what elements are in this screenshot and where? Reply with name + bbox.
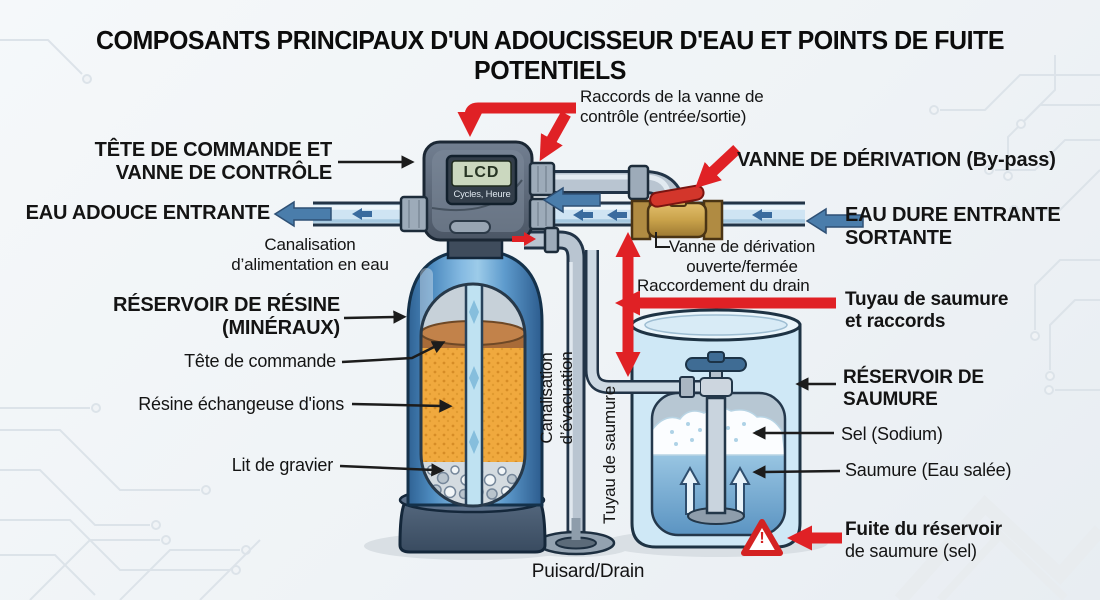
leak-arrow-inlet-outlet <box>539 111 571 162</box>
soft-water-out-arrow <box>273 200 332 228</box>
warning-triangle-icon <box>741 519 783 556</box>
label-brine-tube-vertical: Tuyau de saumure <box>600 386 619 524</box>
floor-drain <box>536 518 616 556</box>
label-soft-water-out: EAU ADOUCE ENTRANTE <box>25 202 271 224</box>
label-drain-line-vertical: Canalisation d’évacuation <box>537 351 576 445</box>
label-brine-tank: RÉSERVOIR DE SAUMURE <box>843 367 984 411</box>
label-sump-drain: Puisard/Drain <box>531 561 645 582</box>
warning-exclamation-mark: ! <box>759 530 765 547</box>
label-salt: Sel (Sodium) <box>841 424 943 444</box>
riser-tube <box>464 284 484 506</box>
page-title: COMPOSANTS PRINCIPAUX D'UN ADOUCISSEUR D… <box>95 25 1004 86</box>
leak-arrow-head-top <box>457 102 576 137</box>
brine-pickup-tube <box>705 396 727 515</box>
leak-arrow-bypass <box>695 144 741 189</box>
control-head <box>399 140 650 260</box>
flow-arrows-blue <box>273 186 864 235</box>
soft-water-flow-arrow <box>542 186 601 214</box>
label-control-head-valve: TÊTE DE COMMANDE ET VANNE DE CONTRÔLE <box>94 139 333 185</box>
label-control-valve-fittings: Raccords de la vanne de contrôle (entrée… <box>580 87 764 126</box>
circuit-pattern-background <box>0 39 1100 600</box>
brine-tank-cutaway <box>652 393 785 535</box>
label-brine-tank-leak-2: de saumure (sel) <box>845 541 977 561</box>
label-bypass-open-closed: Vanne de dérivation ouverte/fermée <box>668 237 816 276</box>
resin-tank-cutaway <box>421 284 525 506</box>
label-control-head: Tête de commande <box>184 351 336 371</box>
lcd-screen <box>451 160 512 187</box>
lcd-display-subtext: Cycles, Heure <box>453 189 511 200</box>
brine-valve <box>685 351 747 397</box>
label-ion-exchange-resin: Résine échangeuse d'ions <box>138 394 344 414</box>
label-gravel-bed: Lit de gravier <box>231 455 333 475</box>
drain-pipe <box>524 230 586 535</box>
label-brine-salt-water: Saumure (Eau salée) <box>845 460 1012 480</box>
head-connectors <box>399 161 650 254</box>
watermark-chevron <box>894 495 1100 600</box>
label-bypass-valve: VANNE DE DÉRIVATION (By-pass) <box>737 149 1056 171</box>
bypass-valve-handle <box>649 184 705 208</box>
bypass-valve <box>630 184 724 241</box>
lcd-display-text: LCD <box>463 164 500 181</box>
resin-tank <box>398 248 547 554</box>
label-hard-water-in: EAU DURE ENTRANTE SORTANTE <box>845 204 1061 250</box>
label-brine-tank-leak-1: Fuite du réservoir <box>845 519 1002 540</box>
label-brine-line-fittings: Tuyau de saumure et raccords <box>845 289 1009 333</box>
brine-tank <box>630 308 802 549</box>
leader-lines <box>338 155 841 479</box>
drain-flow-tick-red <box>512 232 536 246</box>
label-drain-connection: Raccordement du drain <box>637 276 810 295</box>
label-supply-line: Canalisation d’alimentation en eau <box>231 235 389 274</box>
pipe-flow-ticks <box>352 208 772 221</box>
label-resin-tank: RÉSERVOIR DE RÉSINE (MINÉRAUX) <box>112 294 340 340</box>
leak-arrows <box>457 102 842 551</box>
hard-water-in-arrow <box>805 207 864 235</box>
brine-line <box>585 250 700 398</box>
